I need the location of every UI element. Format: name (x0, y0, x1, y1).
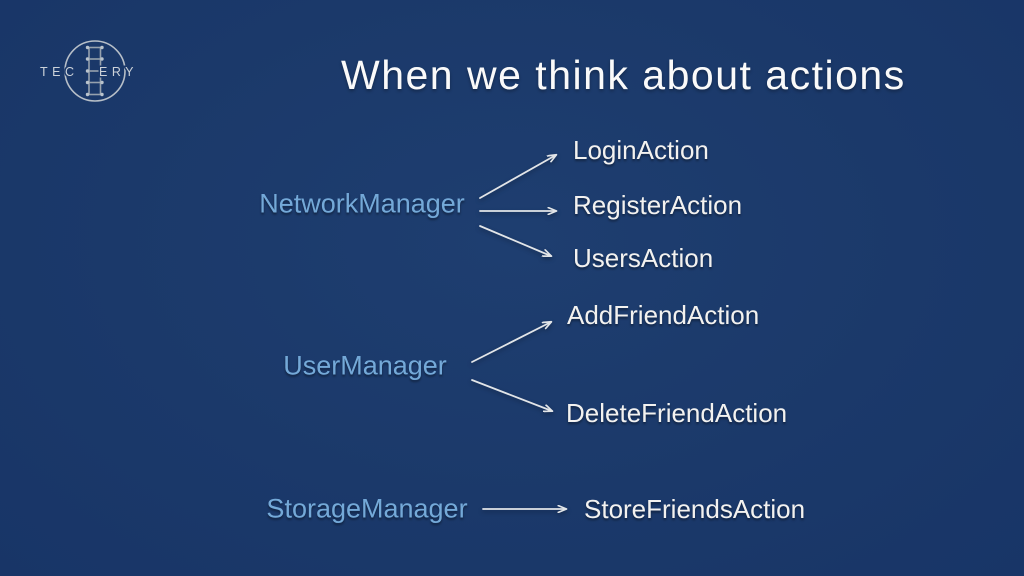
arrow-usermanager-addfriendaction (471, 322, 551, 363)
action-deletefriendaction: DeleteFriendAction (566, 398, 788, 428)
manager-storagemanager: StorageManager (266, 493, 468, 524)
logo-text-right: ERY (99, 65, 138, 79)
manager-networkmanager: NetworkManager (259, 188, 465, 219)
logo-text-left: TEC (40, 65, 79, 79)
action-usersaction: UsersAction (573, 243, 714, 273)
techery-logo: TEC ERY (39, 40, 138, 102)
action-addfriendaction: AddFriendAction (567, 300, 760, 330)
slide-title: When we think about actions (341, 52, 906, 98)
action-storefriendsaction: StoreFriendsAction (584, 494, 806, 524)
logo-circle (64, 40, 126, 102)
arrow-usermanager-deletefriendaction (471, 379, 552, 411)
manager-usermanager: UserManager (283, 350, 447, 381)
action-registeraction: RegisterAction (573, 190, 743, 220)
arrow-networkmanager-loginaction (479, 155, 556, 199)
action-loginaction: LoginAction (573, 135, 709, 165)
ladder-icon (85, 45, 104, 97)
arrow-networkmanager-usersaction (479, 225, 551, 256)
